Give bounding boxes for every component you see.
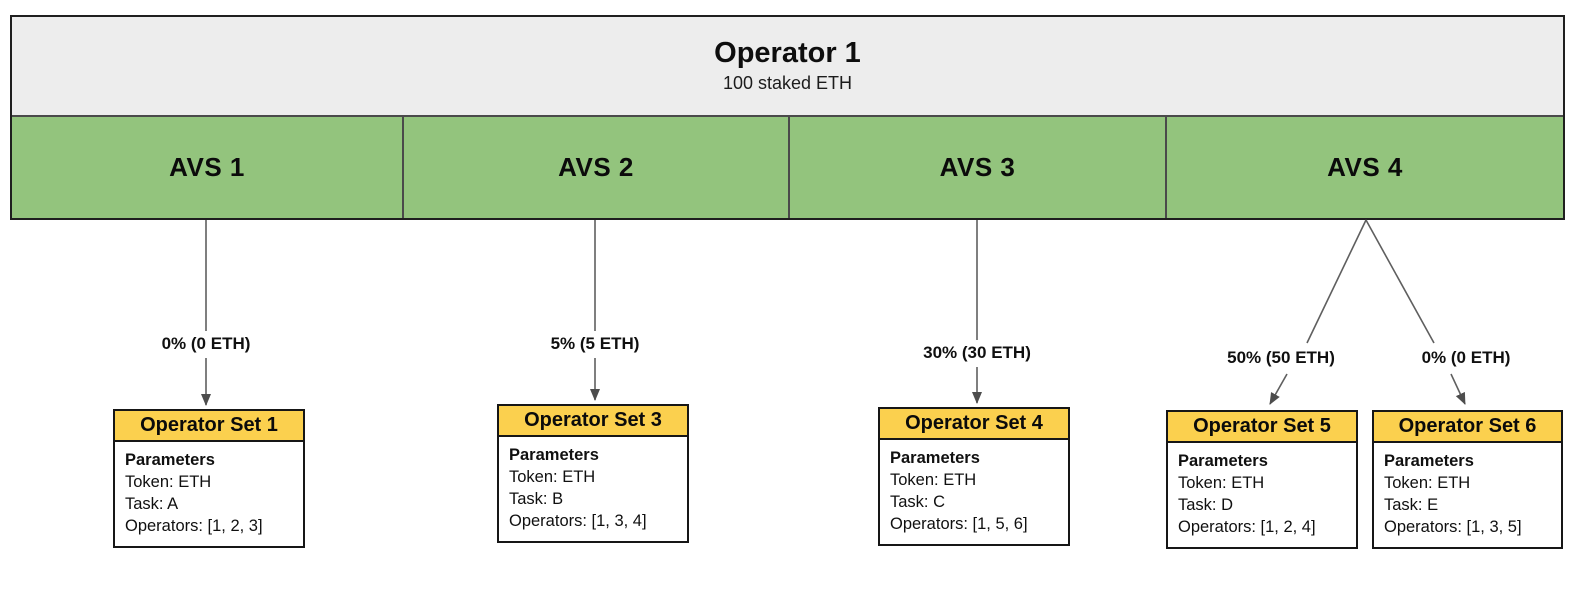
operator-set-title-1: Operator Set 1 bbox=[115, 411, 303, 442]
operator-set-body-3: Parameters Token: ETH Task: B Operators:… bbox=[499, 437, 687, 532]
avs-cell-3: AVS 3 bbox=[790, 117, 1167, 218]
operator-set-card-1: Operator Set 1 Parameters Token: ETH Tas… bbox=[113, 409, 305, 548]
avs-row: AVS 1 AVS 2 AVS 3 AVS 4 bbox=[12, 117, 1563, 218]
allocation-label-avs2: 5% (5 ETH) bbox=[547, 333, 643, 355]
param-task: Task: E bbox=[1384, 496, 1439, 514]
operator-header: Operator 1 100 staked ETH bbox=[12, 17, 1563, 117]
params-heading: Parameters bbox=[1384, 452, 1474, 470]
param-token: Token: ETH bbox=[1384, 474, 1471, 492]
allocation-label-avs3: 30% (30 ETH) bbox=[920, 342, 1034, 364]
avs-cell-4: AVS 4 bbox=[1167, 117, 1563, 218]
operator-set-body-6: Parameters Token: ETH Task: E Operators:… bbox=[1374, 443, 1561, 538]
param-token: Token: ETH bbox=[890, 471, 977, 489]
avs-label-4: AVS 4 bbox=[1327, 152, 1403, 182]
operator-set-title-4: Operator Set 4 bbox=[880, 409, 1068, 440]
param-token: Token: ETH bbox=[125, 473, 212, 491]
operator-set-body-1: Parameters Token: ETH Task: A Operators:… bbox=[115, 442, 303, 537]
param-task: Task: C bbox=[890, 493, 946, 511]
avs-cell-1: AVS 1 bbox=[12, 117, 404, 218]
param-operators: Operators: [1, 2, 3] bbox=[125, 517, 263, 535]
avs-label-3: AVS 3 bbox=[939, 152, 1016, 182]
operator-set-body-4: Parameters Token: ETH Task: C Operators:… bbox=[880, 440, 1068, 535]
operator-set-card-5: Operator Set 5 Parameters Token: ETH Tas… bbox=[1166, 410, 1358, 549]
operator-set-title-6: Operator Set 6 bbox=[1374, 412, 1561, 443]
params-heading: Parameters bbox=[509, 446, 599, 464]
param-task: Task: D bbox=[1178, 496, 1234, 514]
operator-set-body-5: Parameters Token: ETH Task: D Operators:… bbox=[1168, 443, 1356, 538]
operator-set-title-5: Operator Set 5 bbox=[1168, 412, 1356, 443]
avs-label-1: AVS 1 bbox=[169, 152, 245, 182]
allocation-label-avs1: 0% (0 ETH) bbox=[158, 333, 254, 355]
params-heading: Parameters bbox=[890, 449, 980, 467]
operator-set-card-3: Operator Set 3 Parameters Token: ETH Tas… bbox=[497, 404, 689, 543]
allocation-label-avs4-right: 0% (0 ETH) bbox=[1418, 347, 1514, 369]
avs-cell-2: AVS 2 bbox=[404, 117, 790, 218]
param-token: Token: ETH bbox=[509, 468, 596, 486]
param-task: Task: A bbox=[125, 495, 179, 513]
params-heading: Parameters bbox=[1178, 452, 1268, 470]
operator-set-card-4: Operator Set 4 Parameters Token: ETH Tas… bbox=[878, 407, 1070, 546]
allocation-label-avs4-left: 50% (50 ETH) bbox=[1224, 347, 1338, 369]
operator-box: Operator 1 100 staked ETH AVS 1 AVS 2 AV… bbox=[10, 15, 1565, 220]
operator-set-title-3: Operator Set 3 bbox=[499, 406, 687, 437]
param-operators: Operators: [1, 5, 6] bbox=[890, 515, 1028, 533]
param-operators: Operators: [1, 3, 5] bbox=[1384, 518, 1522, 536]
param-operators: Operators: [1, 2, 4] bbox=[1178, 518, 1316, 536]
param-operators: Operators: [1, 3, 4] bbox=[509, 512, 647, 530]
operator-set-card-6: Operator Set 6 Parameters Token: ETH Tas… bbox=[1372, 410, 1563, 549]
operator-title: Operator 1 bbox=[714, 36, 861, 69]
avs-label-2: AVS 2 bbox=[558, 152, 634, 182]
param-task: Task: B bbox=[509, 490, 564, 508]
operator-subtitle: 100 staked ETH bbox=[722, 73, 853, 94]
params-heading: Parameters bbox=[125, 451, 215, 469]
param-token: Token: ETH bbox=[1178, 474, 1265, 492]
